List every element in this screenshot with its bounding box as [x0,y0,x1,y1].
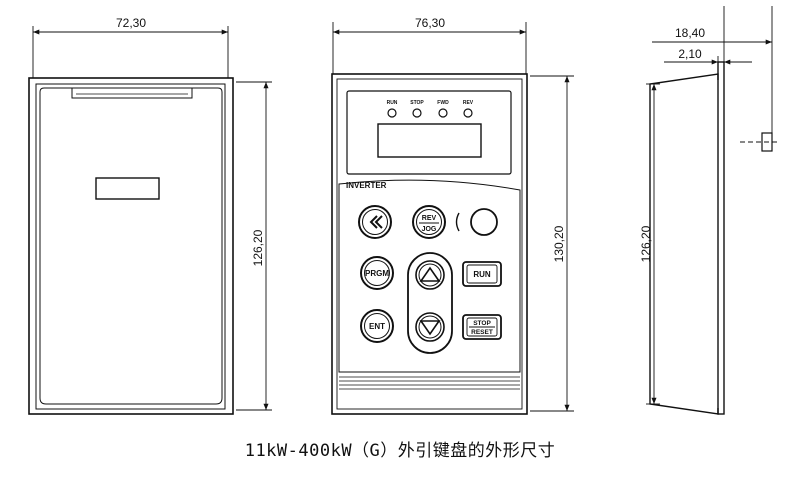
back-inner-frame [35,83,226,410]
potentiometer-knob[interactable] [470,208,498,236]
back-label-window [95,177,160,200]
run-key[interactable]: RUN [462,261,502,287]
side-front-flange [717,61,725,415]
front-inner-frame [336,78,523,410]
figure-caption: 11kW-400kW（G）外引键盘的外形尺寸 [244,441,556,461]
rev-key-label: REV [422,215,437,222]
front-height-dimension [530,75,574,412]
side-depth-dimension [652,6,773,133]
back-view [28,77,234,415]
rev-jog-key[interactable]: REV JOG [412,205,446,239]
up-key[interactable] [415,260,445,290]
side-flange-dimension [664,56,752,74]
indicator-label-run: RUN [387,100,398,106]
keypad-panel [338,179,521,373]
side-height-dimension [646,83,660,405]
indicator-led-stop: STOP [410,100,424,118]
side-flange-label: 2,10 [678,47,702,61]
stop-key-label: STOP [473,320,491,327]
stop-reset-key[interactable]: STOP RESET [462,314,502,340]
front-width-dimension [332,22,527,74]
ent-key-label: ENT [369,322,385,331]
indicator-led-fwd: FWD [437,100,449,118]
side-view [649,61,778,415]
side-height-label: 126,20 [639,225,653,262]
side-body [649,73,719,415]
display-bezel [346,90,512,175]
prgm-key[interactable]: PRGM [360,256,394,290]
reset-key-label: RESET [471,329,493,336]
brand-label: INVERTER [346,181,387,190]
ent-key[interactable]: ENT [360,309,394,343]
back-top-tab [71,88,193,99]
indicator-label-stop: STOP [410,100,424,106]
triangle-up-icon [419,266,441,282]
front-height-label: 130,20 [552,225,566,262]
indicator-led-run: RUN [387,100,398,118]
up-down-rocker [407,252,453,354]
back-width-label: 72,30 [116,16,146,30]
run-key-label: RUN [473,270,491,279]
back-outer-frame [28,77,234,415]
indicator-led-rev: REV [463,100,474,118]
back-height-label: 126,20 [251,229,265,266]
double-chevron-left-icon [369,215,383,229]
back-cover-shape [39,87,223,405]
side-depth-label: 18,40 [675,26,705,40]
indicator-label-rev: REV [463,100,474,106]
back-height-dimension [236,81,272,411]
front-outer-frame [331,73,528,415]
lcd-window [377,123,482,158]
bottom-ribs [339,376,520,390]
indicator-label-fwd: FWD [437,100,449,106]
back-width-dimension [32,26,229,78]
front-view [331,73,528,415]
triangle-down-icon [419,320,441,336]
prgm-key-label: PRGM [365,269,389,278]
knob-mark [455,212,460,232]
shift-key[interactable] [358,205,392,239]
jog-key-label: JOG [422,226,437,233]
front-width-label: 76,30 [415,16,445,30]
down-key[interactable] [415,312,445,342]
